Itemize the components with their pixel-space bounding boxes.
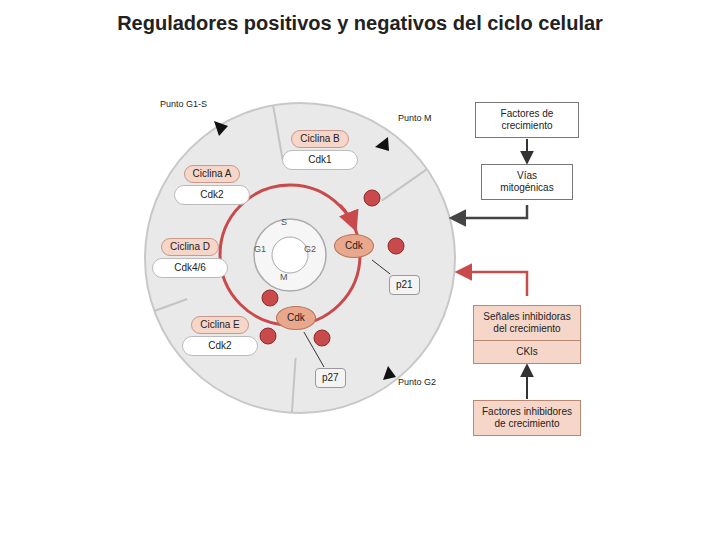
cyclin-cdk-complex: Ciclina A Cdk2 bbox=[174, 165, 250, 205]
phase-ring bbox=[254, 219, 326, 291]
inhibitor-box: Factores inhibidores de crecimiento bbox=[473, 400, 581, 436]
cyclin-cdk-complex: Ciclina D Cdk4/6 bbox=[152, 238, 228, 278]
node-text: Cdk1 bbox=[282, 150, 358, 170]
inhibitor-protein-box: p27 bbox=[315, 368, 346, 388]
node-text: Vías mitogénicas bbox=[489, 170, 565, 194]
node-text: Ciclina E bbox=[191, 316, 248, 334]
inhibitor-box: Señales inhibidoras del crecimientoCKIs bbox=[473, 305, 581, 364]
phase-label: S bbox=[281, 217, 287, 227]
node-text: Factores inhibidores de crecimiento bbox=[474, 401, 580, 435]
phase-label: G2 bbox=[304, 244, 316, 254]
cyclin-cdk-complex: Ciclina E Cdk2 bbox=[182, 316, 258, 356]
node-text: Ciclina A bbox=[184, 165, 241, 183]
phase-ring-hole bbox=[272, 237, 308, 273]
connector bbox=[526, 366, 528, 399]
input-box: Factores de crecimiento bbox=[475, 102, 579, 138]
input-box: Vías mitogénicas bbox=[481, 164, 573, 200]
cdk-blob: Cdk bbox=[334, 234, 374, 258]
connector bbox=[372, 260, 390, 274]
cell-cycle-disc bbox=[145, 103, 455, 413]
loop-arrow bbox=[340, 205, 355, 228]
checkpoint-label: Punto M bbox=[398, 113, 432, 123]
inhibitor-dots bbox=[260, 190, 404, 346]
node-text: Ciclina D bbox=[161, 238, 219, 256]
node-text: Cdk2 bbox=[174, 185, 250, 205]
node-text: Señales inhibidoras del crecimiento bbox=[474, 306, 580, 340]
node-text: Factores de crecimiento bbox=[483, 108, 571, 132]
node-text: Cdk bbox=[345, 240, 363, 252]
node-text: Ciclina B bbox=[291, 130, 348, 148]
cdk-blob: Cdk bbox=[276, 306, 316, 330]
node-text: Cdk4/6 bbox=[152, 258, 228, 278]
cyclin-cdk-complex: Ciclina B Cdk1 bbox=[282, 130, 358, 170]
inhibitor-protein-box: p21 bbox=[389, 275, 420, 295]
connector bbox=[526, 139, 528, 162]
checkpoint-label: Punto G2 bbox=[398, 377, 436, 387]
node-text: Cdk bbox=[287, 312, 305, 324]
node-text: p21 bbox=[396, 279, 413, 291]
node-text: p27 bbox=[322, 372, 339, 384]
diagram-title: Reguladores positivos y negativos del ci… bbox=[0, 12, 720, 35]
connector bbox=[304, 332, 324, 367]
inhibitory-input-arrow bbox=[458, 272, 527, 296]
node-text: Cdk2 bbox=[182, 336, 258, 356]
checkpoint-label: Punto G1-S bbox=[160, 99, 207, 109]
phase-label: M bbox=[280, 272, 288, 282]
phase-label: G1 bbox=[254, 244, 266, 254]
node-text: CKIs bbox=[474, 340, 580, 363]
mitogenic-input-arrow bbox=[452, 205, 527, 218]
regulation-loop bbox=[220, 185, 360, 325]
